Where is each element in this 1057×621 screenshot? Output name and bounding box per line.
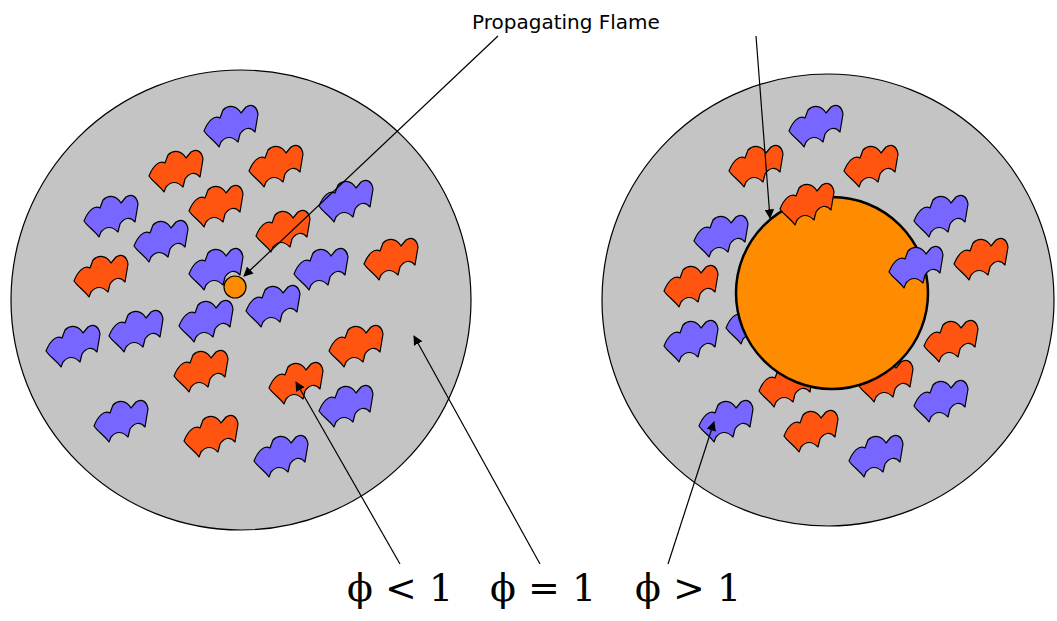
mixture-pocket: [784, 410, 838, 452]
mixture-pocket: [914, 195, 968, 237]
mixture-pocket: [319, 180, 373, 222]
mixture-pocket: [849, 435, 903, 477]
mixture-pocket: [889, 246, 943, 288]
equivalence-ratio: ϕ = 1: [490, 566, 596, 610]
mixture-pocket: [249, 145, 303, 187]
mixture-pocket: [319, 385, 373, 427]
mixture-pocket: [46, 325, 100, 367]
fuel-pockets: [664, 105, 1008, 477]
mixture-pocket: [94, 400, 148, 442]
mixture-pocket: [329, 325, 383, 367]
mixture-pocket: [954, 238, 1008, 280]
mixture-pocket: [699, 400, 753, 442]
fuel-pockets: [780, 183, 943, 288]
mixture-pocket: [780, 183, 834, 225]
mixture-pocket: [184, 415, 238, 457]
mixture-pocket: [729, 145, 783, 187]
fuel-pockets: [46, 105, 418, 477]
mixture-pocket: [74, 255, 128, 297]
mixture-pocket: [844, 145, 898, 187]
mixture-pocket: [664, 265, 718, 307]
mixture-pocket: [364, 238, 418, 280]
mixture-pocket: [694, 215, 748, 257]
mixture-pocket: [294, 248, 348, 290]
mixture-pocket: [174, 350, 228, 392]
title-label: Propagating Flame: [472, 10, 660, 34]
mixture-pocket: [84, 195, 138, 237]
mixture-pocket: [664, 320, 718, 362]
equivalence-ratio: ϕ > 1: [635, 566, 741, 610]
mixture-pocket: [246, 285, 300, 327]
mixture-pocket: [179, 300, 233, 342]
equivalence-ratio: ϕ < 1: [347, 566, 453, 610]
mixture-pocket: [256, 210, 310, 252]
flame-kernel: [224, 276, 246, 298]
mixture-pocket: [254, 435, 308, 477]
mixture-pocket: [134, 220, 188, 262]
leader-lines: [244, 36, 770, 564]
mixture-pocket: [789, 105, 843, 147]
mixture-pocket: [914, 380, 968, 422]
mixture-pocket: [189, 185, 243, 227]
mixture-region: [602, 74, 1054, 526]
flame-front: [736, 197, 928, 389]
mixture-pocket: [149, 150, 203, 192]
mixture-pocket: [109, 310, 163, 352]
mixture-region: [11, 70, 471, 530]
mixture-pocket: [924, 320, 978, 362]
mixture-pocket: [204, 105, 258, 147]
